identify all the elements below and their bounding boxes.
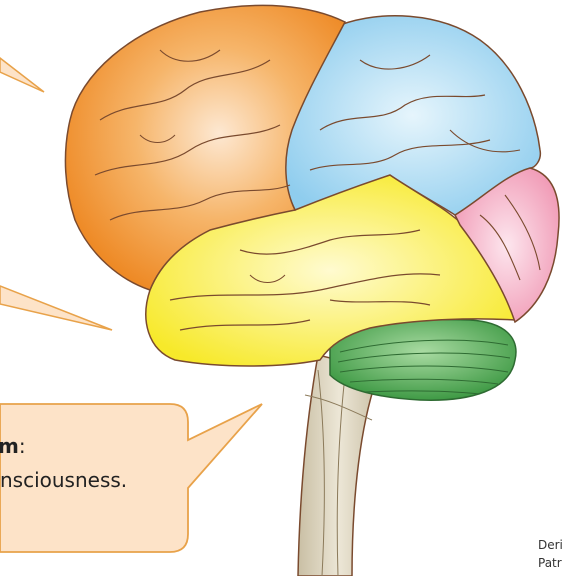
brainstem-callout-description: nsciousness. bbox=[0, 468, 127, 492]
callout-pointer-top bbox=[0, 58, 44, 92]
credit-line-1: Deri bbox=[538, 538, 563, 552]
brainstem-title-colon: : bbox=[19, 434, 26, 458]
credit-line-2: Patr bbox=[538, 556, 562, 570]
callout-pointer-middle bbox=[0, 286, 112, 330]
brainstem-callout-title: m: bbox=[0, 434, 26, 458]
brainstem-title-text: m bbox=[0, 434, 19, 458]
